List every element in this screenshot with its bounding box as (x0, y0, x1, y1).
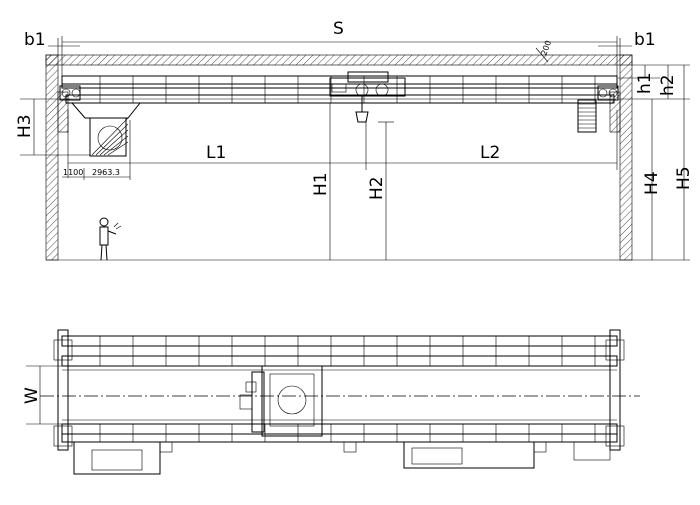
ladder-right (577, 99, 597, 133)
trolley-plan (239, 365, 323, 437)
label-h2: h2 (658, 74, 678, 96)
label-H2: H2 (367, 176, 387, 200)
bridge-girder (61, 75, 618, 104)
label-h1: h1 (635, 72, 655, 94)
label-W: W (22, 387, 42, 404)
label-b1-right: b1 (634, 30, 656, 50)
elevation-view: S b1 b1 200 h1 h2 H5 H4 H3 L1 L2 H1 H2 1… (15, 19, 694, 261)
label-H4: H4 (642, 171, 662, 195)
operator-figure (99, 217, 122, 261)
end-carriage-right (597, 85, 619, 101)
label-H1: H1 (311, 172, 331, 196)
operator-cab (70, 102, 142, 157)
label-L1: L1 (206, 143, 226, 163)
label-1100: 1100 (63, 168, 83, 177)
label-H5: H5 (674, 166, 694, 190)
label-s: S (333, 19, 344, 39)
plan-view: W (22, 329, 640, 475)
end-carriage-left (59, 85, 81, 101)
label-L2: L2 (480, 143, 500, 163)
label-b1-left: b1 (24, 30, 46, 50)
trolley (329, 71, 406, 123)
label-H3: H3 (15, 114, 35, 138)
dimensions-elevation (20, 36, 690, 261)
building-walls (45, 54, 633, 261)
label-2963: 2963.3 (92, 168, 120, 177)
